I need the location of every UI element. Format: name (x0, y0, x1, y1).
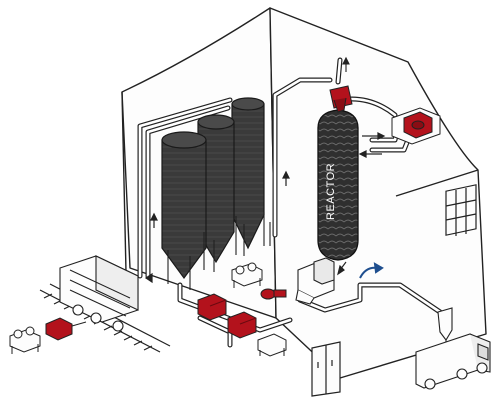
red-motor (260, 288, 287, 300)
reactor-top-blower (329, 85, 353, 113)
roof-air-handler (391, 107, 441, 145)
red-pump-1 (197, 293, 227, 321)
building-window (445, 184, 477, 236)
equipment-stand-1 (231, 262, 263, 288)
flow-arrow-icons (144, 132, 386, 284)
red-pump-2 (227, 311, 257, 339)
silo-legs (167, 212, 271, 290)
tanker-truck (415, 333, 491, 390)
rail-hopper-car (59, 255, 139, 332)
vent-arrow-icon (342, 56, 350, 72)
processing-unit (295, 257, 335, 305)
building-roof-step (395, 169, 479, 197)
equipment-stand-2 (257, 333, 287, 357)
silo-1 (161, 131, 207, 280)
silo-3 (231, 97, 265, 250)
reactor-label: REACTOR (325, 163, 337, 220)
reactor-vessel: REACTOR (317, 109, 359, 261)
return-flow-arrow-icon (359, 262, 384, 279)
storage-silos (161, 97, 271, 290)
building-front-wall (269, 7, 487, 379)
building-left-edge (121, 91, 127, 273)
building-door (311, 341, 341, 397)
unloading-red-unit (45, 317, 87, 341)
unloading-cart (9, 326, 41, 354)
